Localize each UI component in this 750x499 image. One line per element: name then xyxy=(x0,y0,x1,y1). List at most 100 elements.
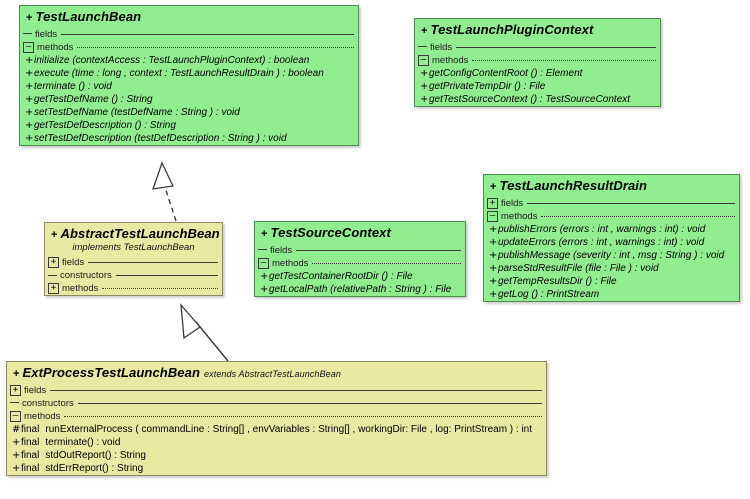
expand-toggle-icon[interactable]: + xyxy=(487,197,498,209)
compartment-fields[interactable]: + fields xyxy=(484,197,739,210)
dash-toggle-icon xyxy=(418,46,427,48)
member-row[interactable]: +getPrivateTempDir () : File xyxy=(415,80,660,93)
compartment-rule xyxy=(472,59,656,61)
member-visibility: + xyxy=(260,283,269,295)
collapse-toggle-icon[interactable]: – xyxy=(258,257,269,269)
member-row[interactable]: +getTempResultsDir () : File xyxy=(484,275,739,288)
relationship-realization xyxy=(152,161,177,222)
member-visibility: + xyxy=(420,80,429,92)
compartment-fields[interactable]: fields xyxy=(20,28,358,41)
compartment-rule xyxy=(312,262,461,264)
compartment-fields[interactable]: fields xyxy=(415,41,660,54)
class-name: TestLaunchPluginContext xyxy=(430,22,594,37)
compartment-rule xyxy=(115,275,218,277)
compartment-label: constructors xyxy=(60,270,112,282)
class-title: +TestLaunchBean xyxy=(26,9,352,25)
class-box-testlaunchresultdrain[interactable]: +TestLaunchResultDrain + fields – method… xyxy=(483,174,740,302)
member-row[interactable]: +getLocalPath (relativePath : String ) :… xyxy=(255,283,465,296)
extends-label: extends AbstractTestLaunchBean xyxy=(204,369,341,379)
compartment-fields[interactable]: fields xyxy=(255,244,465,257)
member-row[interactable]: +getTestSourceContext () : TestSourceCon… xyxy=(415,93,660,106)
collapse-toggle-icon[interactable]: – xyxy=(418,54,429,66)
class-name: AbstractTestLaunchBean xyxy=(60,226,220,241)
compartment-label: constructors xyxy=(22,397,74,409)
compartment-label: fields xyxy=(270,244,293,256)
member-modifier: final xyxy=(21,436,40,448)
expand-toggle-icon[interactable]: + xyxy=(10,384,21,396)
expand-toggle-icon[interactable]: + xyxy=(48,257,59,269)
member-visibility: + xyxy=(25,54,34,66)
expand-toggle-icon[interactable]: + xyxy=(48,283,59,295)
member-row[interactable]: +getTestDefDescription () : String xyxy=(20,119,358,132)
class-name: TestLaunchResultDrain xyxy=(499,178,648,193)
member-signature: setTestDefName (testDefName : String ) :… xyxy=(34,106,240,118)
compartment-methods[interactable]: – methods xyxy=(7,410,546,423)
member-signature: terminate() : void xyxy=(45,436,121,448)
member-row[interactable]: +setTestDefName (testDefName : String ) … xyxy=(20,106,358,119)
class-visibility: + xyxy=(490,181,497,193)
member-visibility: # xyxy=(12,423,21,435)
member-visibility: + xyxy=(25,119,34,131)
compartment-methods[interactable]: – methods xyxy=(20,41,358,54)
member-row[interactable]: +initialize (contextAccess : TestLaunchP… xyxy=(20,54,358,67)
dash-toggle-icon xyxy=(258,249,267,251)
compartment-rule xyxy=(296,249,461,251)
compartment-label: fields xyxy=(35,28,58,40)
compartment-rule xyxy=(64,415,542,417)
dash-toggle-icon xyxy=(23,33,32,35)
compartment-methods[interactable]: + methods xyxy=(45,282,222,295)
class-box-testlaunchbean[interactable]: +TestLaunchBean fields – methods +initia… xyxy=(19,5,359,146)
member-row[interactable]: +getTestDefName () : String xyxy=(20,93,358,106)
member-row[interactable]: +publishErrors (errors : int , warnings … xyxy=(484,223,739,236)
member-row[interactable]: +terminate () : void xyxy=(20,80,358,93)
member-signature: publishErrors (errors : int , warnings :… xyxy=(498,223,706,235)
member-visibility: + xyxy=(12,449,21,461)
compartment-constructors[interactable]: constructors xyxy=(7,397,546,410)
class-box-testlaunchplugincontext[interactable]: +TestLaunchPluginContext fields – method… xyxy=(414,18,661,107)
class-box-abstracttestlaunchbean[interactable]: +AbstractTestLaunchBean implements TestL… xyxy=(44,222,223,297)
member-visibility: + xyxy=(489,223,498,235)
compartment-fields[interactable]: + fields xyxy=(7,384,546,397)
member-row[interactable]: +getLog () : PrintStream xyxy=(484,288,739,301)
collapse-toggle-icon[interactable]: – xyxy=(10,410,21,422)
member-signature: terminate () : void xyxy=(34,80,112,92)
member-row[interactable]: +updateErrors (errors : int , warnings :… xyxy=(484,236,739,249)
member-row[interactable]: +setTestDefDescription (testDefDescripti… xyxy=(20,132,358,145)
compartment-fields[interactable]: + fields xyxy=(45,256,222,269)
member-modifier: final xyxy=(21,423,40,435)
compartment-label: methods xyxy=(432,54,469,66)
member-visibility: + xyxy=(260,270,269,282)
compartment-methods[interactable]: – methods xyxy=(484,210,739,223)
member-row[interactable]: +getTestContainerRootDir () : File xyxy=(255,270,465,283)
compartment-rule xyxy=(541,215,735,217)
member-signature: stdErrReport() : String xyxy=(45,462,144,474)
member-row[interactable]: +execute (time : long , context : TestLa… xyxy=(20,67,358,80)
compartment-methods[interactable]: – methods xyxy=(255,257,465,270)
member-visibility: + xyxy=(420,67,429,79)
compartment-methods[interactable]: – methods xyxy=(415,54,660,67)
member-signature: getTestDefDescription () : String xyxy=(34,119,176,131)
class-title: +TestLaunchPluginContext xyxy=(421,22,654,38)
compartment-label: fields xyxy=(62,257,85,269)
member-row[interactable]: +publishMessage (severity : int , msg : … xyxy=(484,249,739,262)
member-row[interactable]: +parseStdResultFile (file : File ) : voi… xyxy=(484,262,739,275)
class-box-testsourcecontext[interactable]: +TestSourceContext fields – methods +get… xyxy=(254,221,466,297)
member-row[interactable]: +getConfigContentRoot () : Element xyxy=(415,67,660,80)
compartment-constructors[interactable]: constructors xyxy=(45,269,222,282)
member-visibility: + xyxy=(489,236,498,248)
member-signature: getTestDefName () : String xyxy=(34,93,153,105)
member-signature: updateErrors (errors : int , warnings : … xyxy=(498,236,705,248)
compartment-rule xyxy=(77,46,354,48)
compartment-rule xyxy=(88,262,218,264)
collapse-toggle-icon[interactable]: – xyxy=(487,210,498,222)
member-visibility: + xyxy=(420,93,429,105)
member-signature: setTestDefDescription (testDefDescriptio… xyxy=(34,132,287,144)
collapse-toggle-icon[interactable]: – xyxy=(23,41,34,53)
